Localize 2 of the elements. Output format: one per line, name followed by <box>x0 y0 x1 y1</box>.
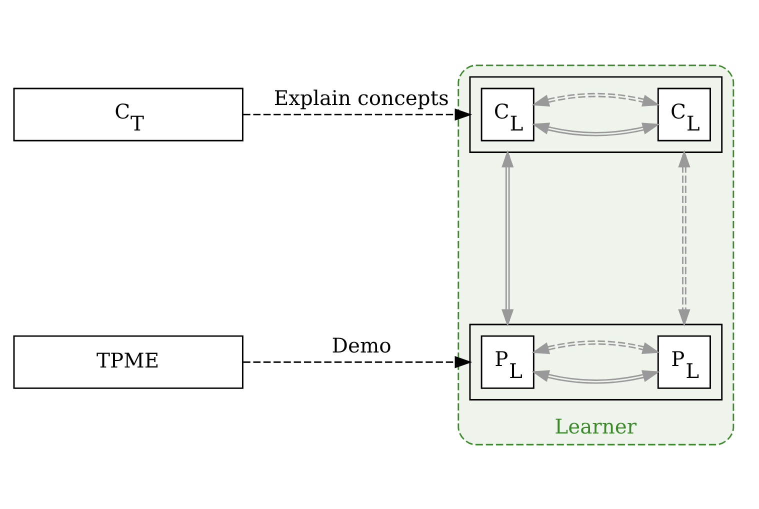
edge-label: Explain concepts <box>274 85 449 110</box>
edge-label: Demo <box>332 332 392 357</box>
